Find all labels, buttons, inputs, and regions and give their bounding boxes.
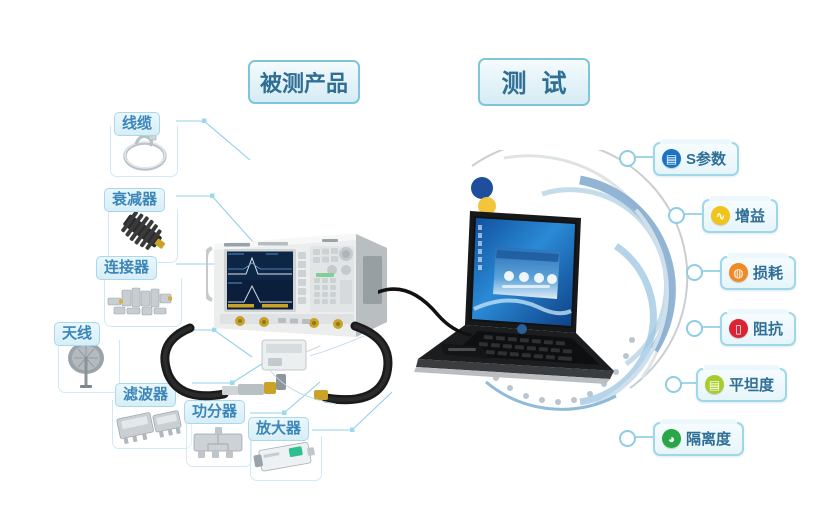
feature-dot-isolation [619, 430, 636, 447]
feature-badge-loss[interactable]: ◍ 损耗 [720, 253, 797, 290]
feature-line-s-param [632, 156, 653, 158]
header-test-label: 测 试 [501, 70, 571, 98]
clock-icon: ◕ [662, 429, 681, 448]
header-dut-label: 被测产品 [259, 71, 348, 96]
levels-icon: ▤ [705, 375, 724, 394]
feature-line-impedance [699, 326, 720, 328]
header-test: 测 试 [478, 55, 590, 106]
rf-connectors-group-icon [107, 287, 172, 316]
feature-label-loss: 损耗 [753, 265, 784, 282]
feature-line-gain [681, 213, 702, 215]
coax-cable-coil-icon [123, 134, 167, 171]
feature-label-s-param: S参数 [686, 151, 727, 168]
feature-line-isolation [632, 436, 653, 438]
marker-dot-yellow [478, 197, 496, 215]
feature-dot-gain [668, 207, 685, 224]
header-dut: 被测产品 [248, 57, 360, 104]
filter-label: 滤波器 [114, 383, 176, 408]
feature-line-loss [699, 270, 720, 272]
cable-label: 线缆 [114, 112, 161, 137]
decorative-arcs [471, 150, 689, 411]
rf-cable-assembly [160, 321, 393, 405]
wave-icon: ∿ [711, 206, 730, 225]
cavity-filter-pair-icon [116, 410, 182, 445]
power-divider-icon [193, 427, 243, 458]
connector-label: 连接器 [96, 256, 158, 281]
feature-label-isolation: 隔离度 [686, 431, 732, 448]
feature-dot-loss [686, 264, 703, 281]
droplet-icon: ◍ [729, 263, 748, 282]
marker-dot-blue [471, 177, 493, 199]
resistor-icon: ▯ [729, 319, 748, 338]
document-icon: ▤ [662, 149, 681, 168]
rf-amplifier-box-icon [253, 441, 315, 472]
divider-label: 功分器 [184, 400, 246, 425]
parabolic-dish-antenna-icon [68, 342, 104, 388]
feature-dot-s-param [619, 150, 636, 167]
amplifier-label: 放大器 [248, 417, 310, 442]
feature-label-flatness: 平坦度 [729, 377, 775, 394]
attenuator-label: 衰减器 [104, 188, 166, 213]
feature-badge-isolation[interactable]: ◕ 隔离度 [653, 419, 745, 456]
antenna-label: 天线 [54, 322, 101, 347]
feature-badge-s-param[interactable]: ▤ S参数 [653, 139, 740, 176]
finned-attenuator-icon [121, 210, 166, 250]
feature-label-gain: 增益 [735, 208, 766, 225]
feature-dot-impedance [686, 320, 703, 337]
laptop-computer [378, 177, 614, 384]
feature-dot-flatness [665, 376, 682, 393]
feature-label-impedance: 阻抗 [753, 321, 784, 338]
feature-line-flatness [678, 382, 696, 384]
feature-badge-flatness[interactable]: ▤ 平坦度 [696, 365, 788, 402]
feature-badge-gain[interactable]: ∿ 增益 [702, 196, 779, 233]
feature-badge-impedance[interactable]: ▯ 阻抗 [720, 309, 797, 346]
